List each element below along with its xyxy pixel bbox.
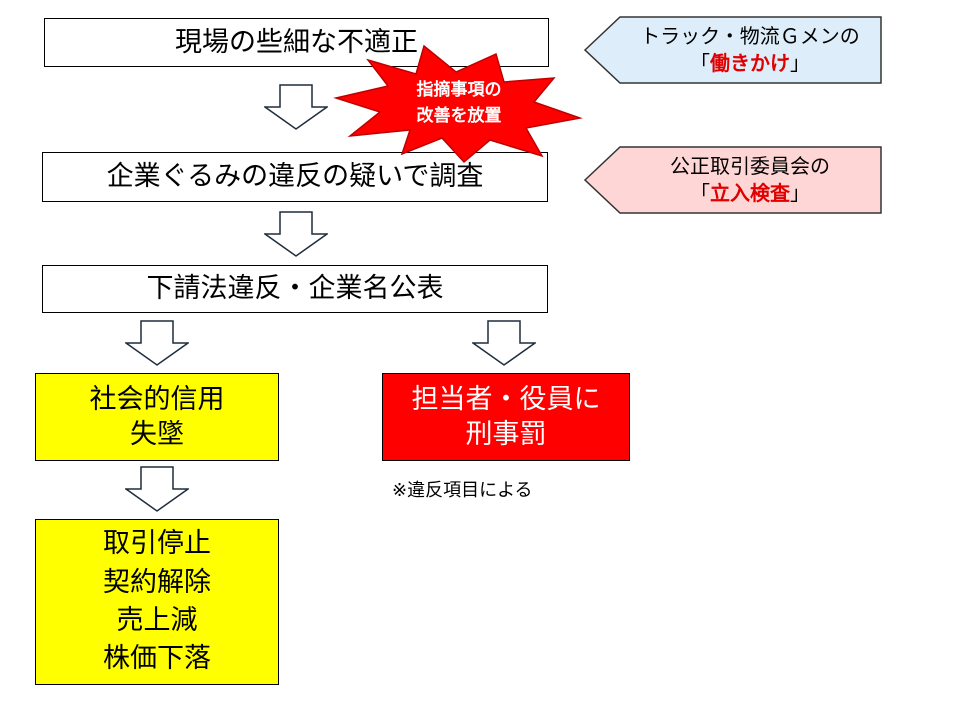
down-arrow-3 [125, 320, 189, 366]
callout-ftc-line2: 「立入検査」 [690, 181, 810, 205]
step-violation-publication-label: 下請法違反・企業名公表 [146, 273, 444, 305]
outcome-business-impact: 取引停止 契約解除 売上減 株価下落 [35, 519, 279, 685]
down-arrow-1 [264, 84, 328, 130]
callout-gmen-line1: トラック・物流Ｇメンの [640, 24, 860, 48]
burst-line-2: 改善を放置 [416, 106, 502, 127]
penalty-note: ※違反項目による [392, 480, 533, 501]
step-minor-issue: 現場の些細な不適正 [44, 18, 549, 67]
outcome-credibility-line2: 失墜 [130, 419, 184, 450]
down-arrow-4 [472, 320, 536, 366]
outcome-penalty-line2: 刑事罰 [465, 419, 547, 450]
step-investigation: 企業ぐるみの違反の疑いで調査 [42, 152, 548, 202]
callout-gmen-shape [584, 16, 882, 84]
outcome-penalty-line1: 担当者・役員に [411, 383, 601, 415]
step-minor-issue-label: 現場の些細な不適正 [175, 26, 418, 58]
burst-line-1: 指摘事項の [416, 80, 502, 100]
outcome-criminal-penalty: 担当者・役員に 刑事罰 [382, 373, 630, 461]
callout-gmen: トラック・物流Ｇメンの 「働きかけ」 [584, 16, 882, 84]
callout-gmen-emphasis: 働きかけ [710, 51, 790, 75]
step-violation-publication: 下請法違反・企業名公表 [42, 265, 548, 313]
outcome-impact-line3: 売上減 [116, 605, 198, 636]
outcome-impact-line1: 取引停止 [103, 528, 211, 560]
outcome-credibility-loss: 社会的信用 失墜 [35, 373, 279, 461]
callout-ftc-line1: 公正取引委員会の [670, 154, 830, 178]
outcome-impact-line2: 契約解除 [103, 566, 211, 598]
outcome-credibility-line1: 社会的信用 [89, 383, 225, 415]
warning-burst: 指摘事項の 改善を放置 [328, 38, 590, 164]
callout-ftc-shape [584, 146, 882, 214]
outcome-impact-line4: 株価下落 [103, 643, 211, 675]
callout-gmen-line2: 「働きかけ」 [690, 51, 810, 75]
callout-ftc-emphasis: 立入検査 [710, 181, 790, 205]
step-investigation-label: 企業ぐるみの違反の疑いで調査 [106, 161, 484, 193]
callout-ftc: 公正取引委員会の 「立入検査」 [584, 146, 882, 214]
down-arrow-2 [264, 211, 328, 257]
down-arrow-5 [125, 466, 189, 512]
burst-shape [333, 44, 583, 164]
